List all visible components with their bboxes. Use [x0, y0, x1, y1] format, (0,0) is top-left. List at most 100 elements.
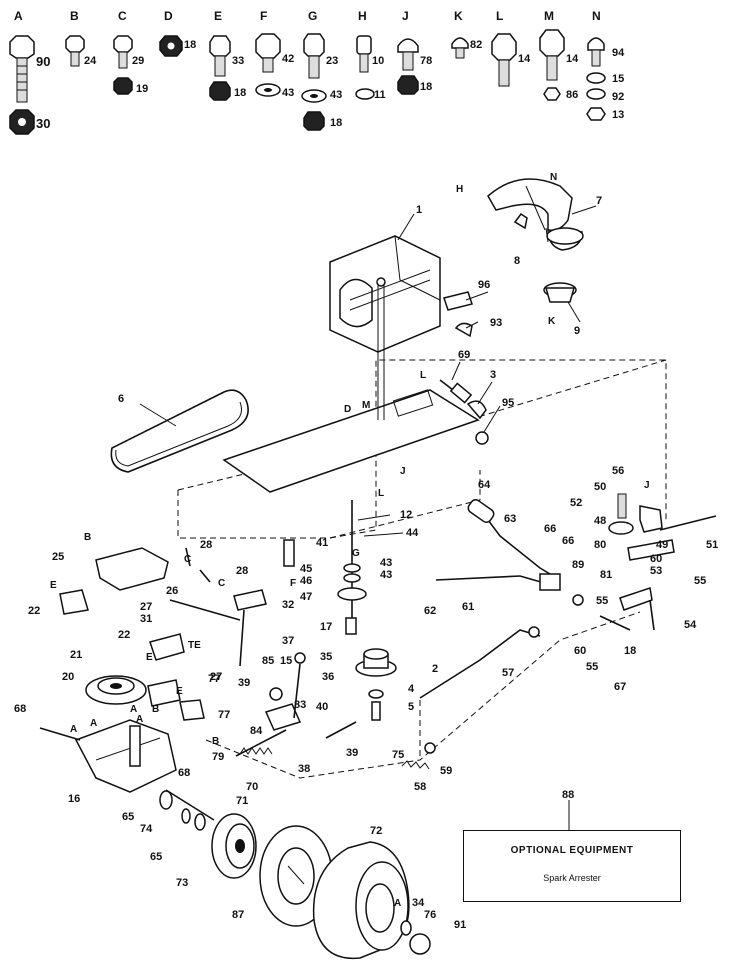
callout-36: 36: [322, 671, 334, 683]
callout-84: 84: [250, 725, 263, 737]
callout-67: 67: [614, 681, 626, 693]
ref-te: TE: [188, 640, 201, 651]
callout-17: 17: [320, 621, 332, 633]
hw-a-nut-no: 30: [36, 116, 50, 131]
callout-5: 5: [408, 701, 414, 713]
drive-belt: [110, 389, 249, 473]
hw-m-bolt-no: 14: [566, 53, 579, 65]
callout-76: 76: [424, 909, 436, 921]
callout-31: 31: [140, 613, 152, 625]
hw-c-nut-no: 19: [136, 83, 148, 95]
callout-77a: 77: [208, 673, 220, 685]
bracket-22: [59, 589, 89, 615]
hw-g-bolt-no: 23: [326, 55, 338, 67]
callout-37: 37: [282, 635, 294, 647]
optional-equipment-item: Spark Arrester: [543, 873, 601, 883]
callout-40: 40: [316, 701, 328, 713]
callout-16: 16: [68, 793, 80, 805]
hardware-legend: A B C D E F G H J K L M N 90 30 24: [9, 9, 625, 135]
hw-col-d: D: [164, 9, 173, 23]
callout-43b: 43: [380, 569, 392, 581]
callout-49: 49: [656, 539, 668, 551]
callout-63: 63: [504, 513, 516, 525]
callout-44: 44: [406, 527, 419, 539]
callout-77b: 77: [218, 709, 230, 721]
ref-j2: J: [644, 480, 650, 491]
hw-col-l: L: [496, 9, 503, 23]
bolt-b-drawing: [65, 35, 85, 67]
hw-f-bolt-no: 42: [282, 53, 294, 65]
callout-62: 62: [424, 605, 436, 617]
callout-56: 56: [612, 465, 624, 477]
callout-3: 3: [490, 369, 496, 381]
callout-60b: 60: [574, 645, 586, 657]
callout-68b: 68: [178, 767, 190, 779]
optional-equipment-title: OPTIONAL EQUIPMENT: [510, 845, 634, 856]
bolt-e-drawing: [209, 35, 231, 101]
callout-65a: 65: [122, 811, 134, 823]
callout-59: 59: [440, 765, 452, 777]
callout-95: 95: [502, 397, 514, 409]
ref-a1: A: [70, 724, 77, 735]
callout-43a: 43: [380, 557, 392, 569]
hw-col-f: F: [260, 9, 267, 23]
callout-20: 20: [62, 671, 74, 683]
hw-b-no: 24: [84, 55, 97, 67]
hw-col-b: B: [70, 9, 79, 23]
callout-88: 88: [562, 789, 574, 801]
callout-32: 32: [282, 599, 294, 611]
callout-65b: 65: [150, 851, 162, 863]
hw-col-g: G: [308, 9, 317, 23]
ref-m: M: [362, 400, 370, 411]
hw-n-washer1-no: 15: [612, 73, 624, 85]
callout-75: 75: [392, 749, 404, 761]
bracket-22b: [149, 633, 185, 661]
callout-27a: 27: [140, 601, 152, 613]
callout-50: 50: [594, 481, 606, 493]
ref-l1: L: [420, 370, 426, 381]
callout-93: 93: [490, 317, 502, 329]
hw-col-c: C: [118, 9, 127, 23]
callout-4: 4: [408, 683, 415, 695]
bolt-g-drawing: [301, 33, 327, 131]
bolt-c-drawing: [113, 35, 133, 95]
hw-col-h: H: [358, 9, 367, 23]
callout-57: 57: [502, 667, 514, 679]
callout-66b: 66: [562, 535, 574, 547]
callout-66a: 66: [544, 523, 556, 535]
ref-a5: A: [394, 898, 401, 909]
letter-references: H N K M L L D C C G F J J E E E TE A A A…: [50, 172, 650, 909]
optional-equipment-box: OPTIONAL EQUIPMENT Spark Arrester: [463, 830, 681, 902]
callout-70: 70: [246, 781, 258, 793]
ref-c2: C: [218, 578, 225, 589]
idler-bracket: [95, 547, 169, 591]
hw-col-n: N: [592, 9, 601, 23]
ref-d: D: [344, 404, 351, 415]
hw-h-screw-no: 10: [372, 55, 384, 67]
spindle-pulley: [355, 648, 397, 721]
callout-69: 69: [458, 349, 470, 361]
bolt-a-drawing: [9, 35, 35, 135]
screw-h-drawing: [355, 35, 375, 100]
nut-d-drawing: [159, 35, 183, 57]
engine: [329, 235, 441, 420]
ref-a3: A: [130, 704, 137, 715]
callout-12: 12: [400, 509, 412, 521]
hw-g-nut-no: 18: [330, 117, 342, 129]
ref-c1: C: [184, 554, 191, 565]
bolt-f-drawing: [255, 33, 281, 97]
bolt-k-drawing: [451, 37, 469, 59]
part-96-plate: [443, 291, 473, 311]
ref-e1: E: [50, 580, 57, 591]
wheel-rim: [211, 813, 257, 879]
callout-60a: 60: [650, 553, 662, 565]
callout-8: 8: [514, 255, 520, 267]
hw-col-e: E: [214, 9, 222, 23]
ref-e2: E: [146, 652, 153, 663]
callout-28a: 28: [200, 539, 212, 551]
brake-arm-group: [599, 493, 717, 631]
callout-81: 81: [600, 569, 612, 581]
callout-85: 85: [262, 655, 274, 667]
callout-55a: 55: [694, 575, 706, 587]
